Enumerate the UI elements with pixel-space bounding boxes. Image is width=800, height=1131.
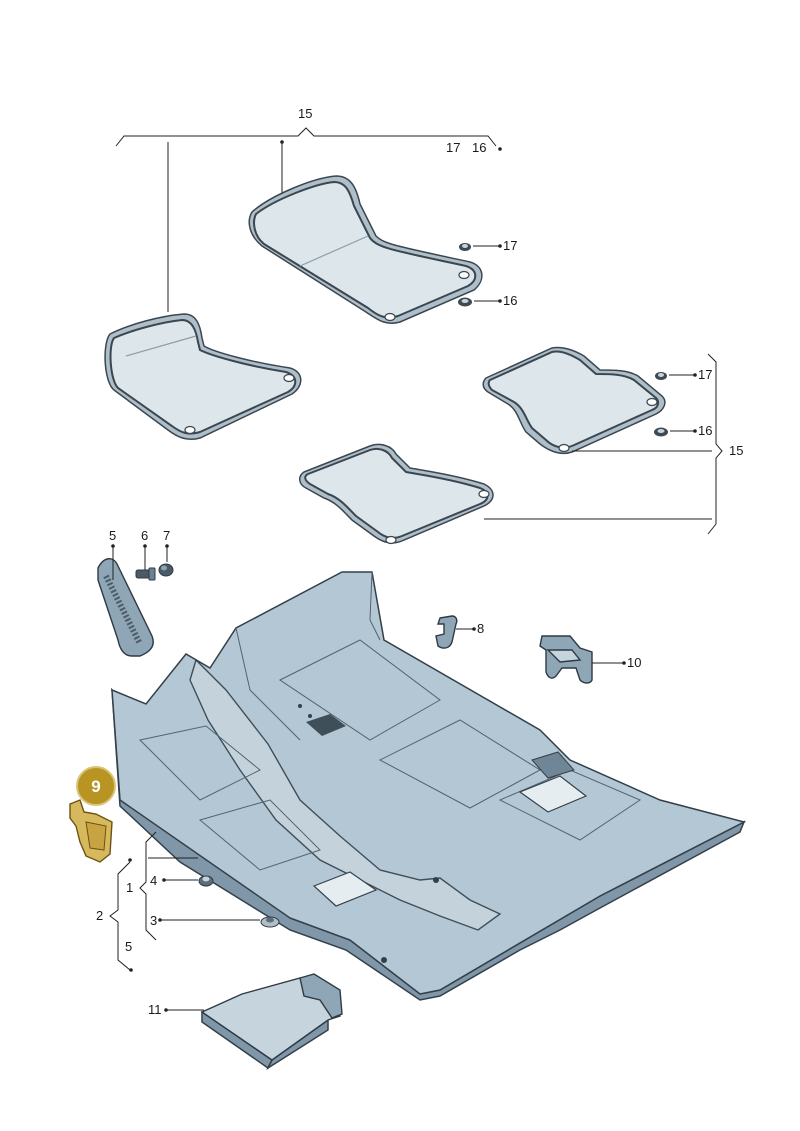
sill-trim-part-5[interactable]: 5 xyxy=(97,528,154,657)
clip-16-front[interactable] xyxy=(458,297,472,307)
callout-1-carpet: 1 xyxy=(126,880,133,895)
highlighted-part-9[interactable]: 9 xyxy=(69,766,116,863)
main-floor-carpet-part-1[interactable] xyxy=(111,571,747,1001)
clip-17-front[interactable] xyxy=(459,243,471,251)
clip-17-rear[interactable] xyxy=(655,372,667,380)
callout-16-top: 16 xyxy=(472,140,486,155)
callout-17-top: 17 xyxy=(446,140,460,155)
callout-2-group: 2 xyxy=(96,908,103,923)
callout-15-top: 15 xyxy=(298,106,312,121)
clip-16-rear[interactable] xyxy=(654,427,668,437)
nut-part-4[interactable]: 4 xyxy=(150,873,214,888)
clip-part-3[interactable]: 3 xyxy=(150,913,280,928)
clip-part-8[interactable]: 8 xyxy=(435,615,484,649)
callout-16-rear: 16 xyxy=(698,423,712,438)
callout-4-nut: 4 xyxy=(150,873,157,888)
callout-5-trim: 5 xyxy=(109,528,116,543)
callout-6-bolt: 6 xyxy=(141,528,148,543)
callout-5-group: 5 xyxy=(125,939,132,954)
front-right-mat[interactable] xyxy=(104,313,302,441)
rear-left-mat[interactable] xyxy=(299,443,494,545)
callout-11-mat: 11 xyxy=(148,1002,162,1017)
callout-10-bracket: 10 xyxy=(627,655,641,670)
cap-part-7[interactable]: 7 xyxy=(158,528,174,577)
bolt-part-6[interactable]: 6 xyxy=(135,528,156,581)
rear-right-mat[interactable] xyxy=(482,346,666,455)
rear-group-bracket: 15 xyxy=(484,353,743,535)
top-group-bracket: 15 17 16 xyxy=(115,106,502,312)
highlight-badge-label: 9 xyxy=(91,777,100,796)
callout-8-clip: 8 xyxy=(477,621,484,636)
highlight-badge[interactable] xyxy=(76,766,116,806)
callout-7-cap: 7 xyxy=(163,528,170,543)
callout-17-front: 17 xyxy=(503,238,517,253)
callout-15-rear: 15 xyxy=(729,443,743,458)
callout-17-rear: 17 xyxy=(698,367,712,382)
bracket-part-10[interactable]: 10 xyxy=(539,635,641,684)
callout-16-front: 16 xyxy=(503,293,517,308)
rear-mat-part-11[interactable]: 11 xyxy=(148,973,343,1071)
front-left-mat[interactable] xyxy=(248,175,483,324)
callout-3-clip: 3 xyxy=(150,913,157,928)
left-bracket-group: 1 2 5 xyxy=(96,831,198,972)
